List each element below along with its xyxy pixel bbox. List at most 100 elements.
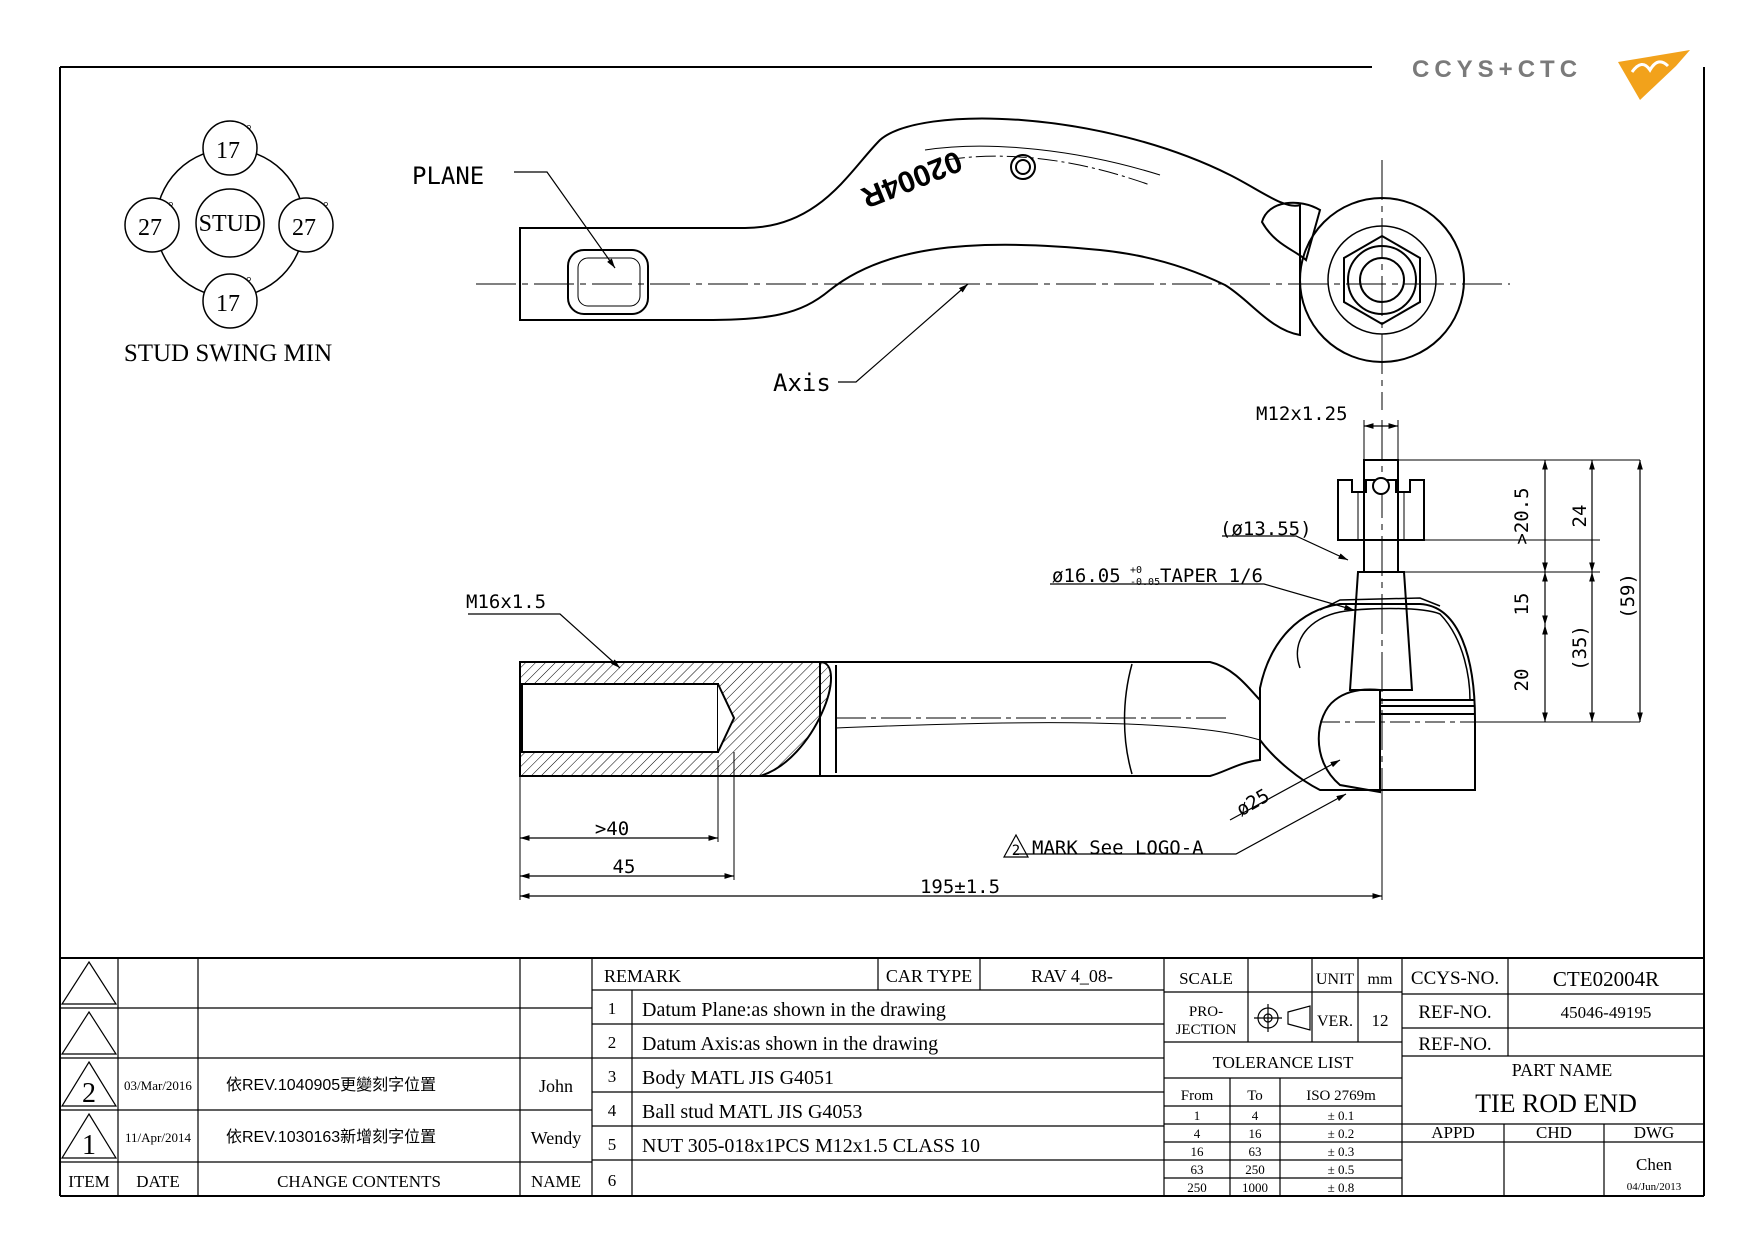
- swing-bottom-value: 17: [216, 291, 240, 317]
- swing-center-circle: [195, 188, 265, 258]
- tol-val-2: ± 0.2: [1328, 1126, 1355, 1141]
- chd-label: CHD: [1536, 1123, 1572, 1142]
- tol-val-1: ± 0.1: [1328, 1108, 1355, 1123]
- dim-taper-dia: ø16.05: [1052, 565, 1121, 587]
- dim-dia-1355: (ø13.55): [1220, 518, 1312, 540]
- tol-to-5: 1000: [1242, 1180, 1268, 1195]
- tol-from-2: 4: [1194, 1126, 1201, 1141]
- revision-triangle-icon: [60, 1060, 118, 1107]
- tol-from-3: 16: [1191, 1144, 1205, 1159]
- dim-195: 195±1.5: [920, 876, 1000, 898]
- remark-text-3: Body MATL JIS G4051: [642, 1067, 834, 1089]
- projection-label-1: PRO-: [1189, 1004, 1223, 1020]
- degree-mark: °: [323, 200, 329, 215]
- part-marking-engraving: 02004R: [856, 144, 966, 214]
- slot: [567, 249, 649, 315]
- rev-item-1: 1: [82, 1130, 96, 1161]
- dim-20: 20: [1511, 669, 1533, 692]
- dim-taper-tol-upper: +0: [1130, 565, 1142, 576]
- title-block-grid: [60, 957, 1704, 1196]
- tolerance-title: TOLERANCE LIST: [1213, 1053, 1354, 1072]
- degree-mark: °: [246, 275, 252, 290]
- ref-no-value: 45046-49195: [1561, 1003, 1652, 1022]
- ref-no2-label: REF-NO.: [1418, 1034, 1491, 1055]
- arm-outline: [519, 117, 1301, 337]
- revision-mark-icon: [1002, 833, 1030, 858]
- mark-number: 2: [1012, 843, 1020, 859]
- car-type-label: CAR TYPE: [886, 966, 972, 986]
- part-name-label: PART NAME: [1512, 1060, 1612, 1080]
- remark-num-4: 4: [608, 1101, 617, 1120]
- degree-mark: °: [246, 123, 252, 138]
- stud-taper: [1348, 571, 1414, 691]
- dim-40: >40: [595, 818, 629, 840]
- projection-label-2: JECTION: [1176, 1022, 1237, 1038]
- ver-label: VER.: [1317, 1013, 1353, 1030]
- tol-to-2: 16: [1249, 1126, 1263, 1141]
- remark-text-2: Datum Axis:as shown in the drawing: [642, 1033, 938, 1055]
- degree-mark: °: [168, 200, 174, 215]
- dim-45: 45: [613, 856, 636, 878]
- plane-label: PLANE: [412, 162, 484, 190]
- tol-to-4: 250: [1245, 1162, 1265, 1177]
- dwg-name: Chen: [1636, 1155, 1672, 1174]
- tol-header-iso: ISO 2769m: [1306, 1088, 1376, 1104]
- company-logo: CCYS+CTC: [1412, 50, 1690, 100]
- tol-to-3: 63: [1249, 1144, 1262, 1159]
- tol-from-5: 250: [1187, 1180, 1207, 1195]
- swing-left-value: 27: [138, 215, 162, 241]
- tol-val-3: ± 0.3: [1328, 1144, 1355, 1159]
- stud-thread: [1363, 459, 1399, 573]
- tol-val-5: ± 0.8: [1328, 1180, 1355, 1195]
- logo-text: CCYS+CTC: [1412, 56, 1582, 83]
- remark-text-5: NUT 305-018x1PCS M12x1.5 CLASS 10: [642, 1135, 980, 1157]
- dim-59: (59): [1617, 573, 1639, 619]
- top-view: [476, 117, 1510, 820]
- rev-header-date: DATE: [136, 1172, 179, 1191]
- logo-mark-icon: [1618, 50, 1690, 100]
- ver-value: 12: [1372, 1011, 1389, 1030]
- unit-label: UNIT: [1316, 971, 1354, 988]
- remark-text-1: Datum Plane:as shown in the drawing: [642, 999, 946, 1021]
- swing-center-label: STUD: [199, 211, 262, 237]
- swing-title: STUD SWING MIN: [124, 340, 332, 367]
- dim-taper-tol-lower: -0.05: [1130, 577, 1160, 588]
- dim-205: >20.5: [1511, 487, 1533, 544]
- car-type-value: RAV 4_08-: [1031, 966, 1113, 986]
- revision-triangle-icon: [60, 1112, 118, 1159]
- ccys-no-label: CCYS-NO.: [1411, 968, 1499, 989]
- remark-num-3: 3: [608, 1067, 617, 1086]
- tol-header-to: To: [1247, 1088, 1263, 1104]
- ccys-no-value: CTE02004R: [1553, 967, 1659, 991]
- revision-triangle-icon: [60, 960, 118, 1005]
- rev-name-2: John: [539, 1076, 573, 1096]
- remark-text-4: Ball stud MATL JIS G4053: [642, 1101, 862, 1123]
- swing-right-value: 27: [292, 215, 316, 241]
- swing-right-circle: [278, 197, 334, 253]
- unit-value: mm: [1368, 971, 1393, 988]
- dim-taper-ratio: TAPER 1/6: [1160, 565, 1263, 587]
- swing-top-value: 17: [216, 138, 240, 164]
- appd-label: APPD: [1431, 1123, 1474, 1142]
- tol-from-4: 63: [1191, 1162, 1204, 1177]
- ball-housing: [1259, 603, 1476, 791]
- ref-no-label: REF-NO.: [1418, 1002, 1491, 1023]
- remark-num-1: 1: [608, 999, 617, 1018]
- scale-label: SCALE: [1179, 969, 1233, 988]
- remark-num-6: 6: [608, 1171, 617, 1190]
- dim-m12-thread: M12x1.25: [1256, 403, 1348, 425]
- rev-header-item: ITEM: [68, 1172, 110, 1191]
- rev-name-1: Wendy: [531, 1128, 582, 1148]
- dim-24: 24: [1569, 505, 1591, 528]
- axis-label: Axis: [773, 369, 831, 397]
- swing-left-circle: [124, 197, 180, 253]
- first-angle-projection-icon: [1254, 1004, 1311, 1032]
- revision-triangles: [60, 960, 118, 1159]
- tol-header-from: From: [1181, 1088, 1214, 1104]
- rev-contents-2: 依REV.1040905更變刻字位置: [226, 1076, 436, 1094]
- tol-to-1: 4: [1252, 1108, 1259, 1123]
- revision-triangle-icon: [60, 1010, 118, 1055]
- remark-num-5: 5: [608, 1135, 617, 1154]
- dim-m16-thread: M16x1.5: [466, 591, 546, 613]
